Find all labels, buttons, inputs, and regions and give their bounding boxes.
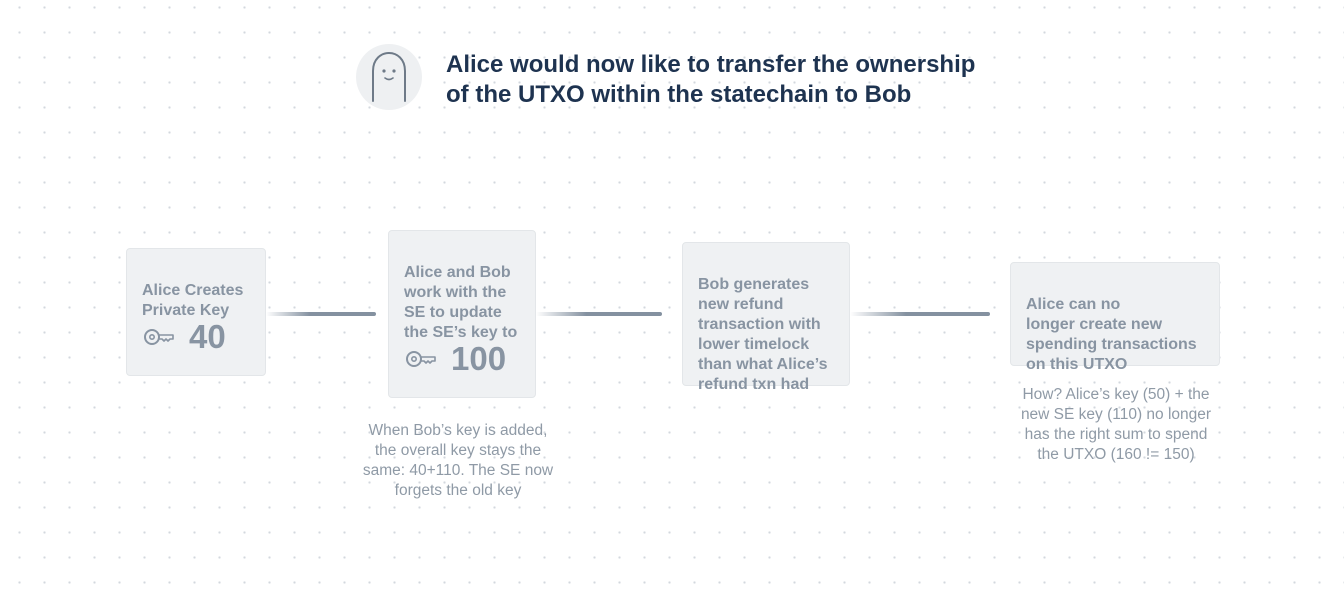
connector-2 [536, 312, 662, 316]
key-row: 40 [143, 318, 226, 355]
key-value: 100 [451, 340, 507, 377]
key-value: 40 [189, 318, 226, 355]
note-key-added: When Bob’s key is added, the overall key… [362, 422, 554, 499]
note-explanation: How? Alice’s key (50) + the new SE key (… [1020, 386, 1212, 463]
key-row: 100 [405, 340, 507, 377]
ghost-icon [372, 51, 406, 102]
card-text: Alice and Bob work with the SE to update… [404, 264, 518, 341]
card-text: Alice can no longer create new spending … [1026, 296, 1197, 373]
connector-1 [266, 312, 376, 316]
header: Alice would now like to transfer the own… [356, 44, 1006, 110]
card-text: Bob generates new refund transaction wit… [698, 276, 828, 393]
step-card-update-key: Alice and Bob work with the SE to update… [388, 230, 536, 398]
card-text: Alice Creates Private Key [142, 282, 244, 319]
key-icon [144, 329, 174, 345]
step-card-result: Alice can no longer create new spending … [1010, 262, 1220, 373]
page-title: Alice would now like to transfer the own… [446, 51, 976, 108]
step-card-refund: Bob generates new refund transaction wit… [682, 242, 850, 393]
key-icon [406, 351, 436, 367]
connector-3 [850, 312, 990, 316]
avatar [356, 44, 422, 110]
step-card-create-key: Alice Creates Private Key 40 [126, 248, 266, 376]
